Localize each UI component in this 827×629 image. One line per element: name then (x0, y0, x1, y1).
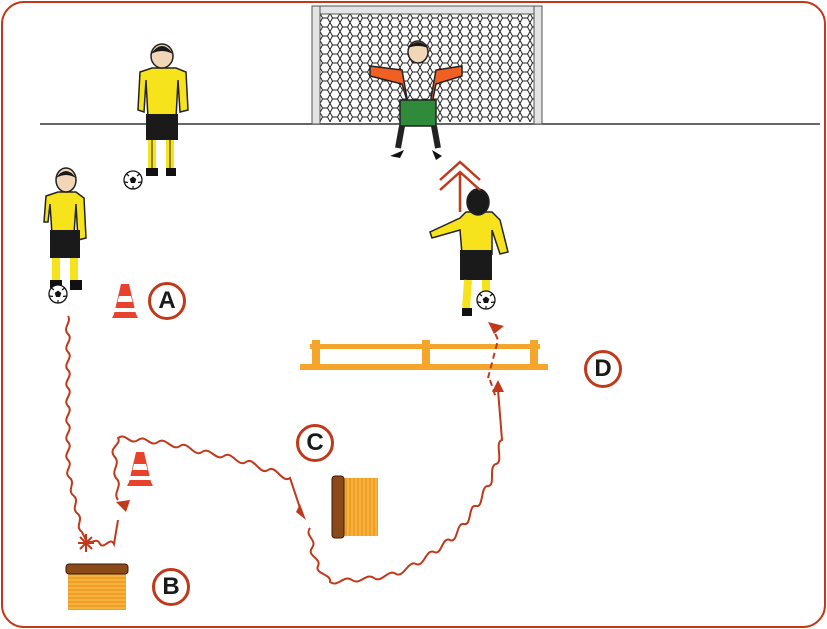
station-b-label: B (152, 568, 190, 606)
station-a-label: A (148, 282, 186, 320)
station-c-label: C (296, 424, 334, 462)
soccer-ball-icon (49, 285, 67, 303)
station-d-label: D (584, 350, 622, 388)
mini-hurdle-icon (332, 476, 378, 538)
soccer-ball-icon (477, 291, 495, 309)
soccer-ball-icon (124, 171, 142, 189)
start-marker-icon (78, 534, 94, 552)
mini-hurdle-icon (66, 564, 128, 610)
